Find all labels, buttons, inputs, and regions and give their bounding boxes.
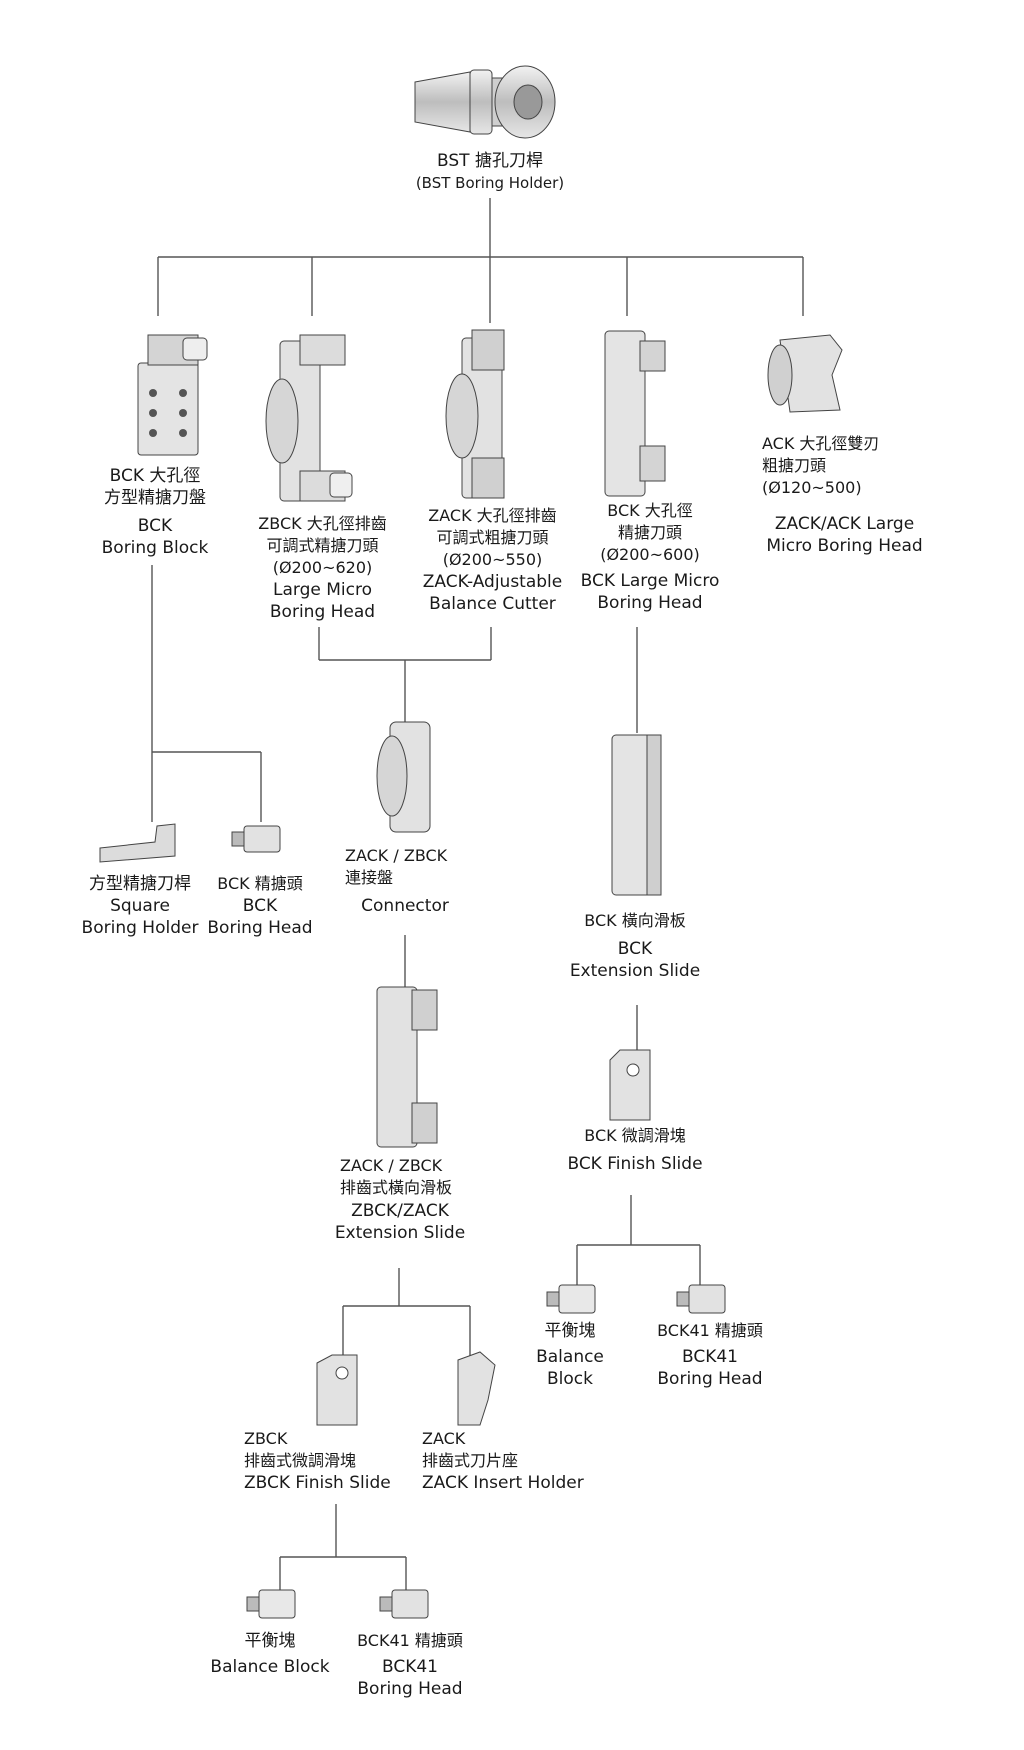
bck-micro-boring-head-label: BCK 大孔徑 精搪刀頭 (Ø200~600) BCK Large Micro … — [580, 501, 720, 613]
zbck-extension-slide-label: ZACK / ZBCK 排齒式橫向滑板 — [340, 1156, 453, 1197]
bck-boring-head-icon — [231, 825, 281, 853]
bck41-boring-head-icon — [676, 1284, 726, 1314]
bck41-boring-head-bottom-label: BCK41 精搪頭 BCK41 Boring Head — [357, 1631, 463, 1699]
bst-boring-holder-label: BST 搪孔刀桿 (BST Boring Holder) — [415, 151, 565, 192]
bst-boring-holder-icon — [414, 65, 556, 139]
bck41-boring-head-label: BCK41 精搪頭 BCK41 Boring Head — [657, 1321, 763, 1389]
bck41-boring-head-bottom-icon — [379, 1589, 429, 1619]
zack-balance-cutter-label: ZACK 大孔徑排齒 可調式粗搪刀頭 (Ø200~550) ZACK-Adjus… — [422, 506, 563, 614]
zack-insert-holder-label: ZACK 排齒式刀片座 ZACK Insert Holder — [422, 1429, 584, 1493]
bck-finish-slide-icon — [609, 1049, 651, 1121]
balance-block-bottom-label: 平衡塊 Balance Block — [210, 1631, 330, 1677]
zbck-extension-slide-en: ZBCK/ZACK Extension Slide — [334, 1201, 466, 1243]
zbck-micro-boring-head-icon — [265, 334, 353, 502]
bck-boring-head-label: BCK 精搪頭 BCK Boring Head — [207, 874, 313, 938]
connector-label: ZACK / ZBCK 連接盤 — [345, 846, 448, 887]
zbck-micro-boring-head-label: ZBCK 大孔徑排齒 可調式精搪刀頭 (Ø200~620) Large Micr… — [258, 514, 387, 622]
zbck-extension-slide-icon — [376, 986, 438, 1148]
square-boring-holder-icon — [99, 823, 176, 863]
bck-extension-slide-label: BCK 橫向滑板 BCK Extension Slide — [569, 911, 701, 981]
balance-block-icon — [546, 1284, 596, 1314]
bck-boring-block-icon — [137, 334, 208, 456]
connector-icon — [376, 721, 431, 833]
ack-micro-boring-head-label: ACK 大孔徑雙刃 粗搪刀頭 (Ø120~500) — [762, 434, 880, 497]
bck-micro-boring-head-icon — [604, 330, 666, 497]
bck-finish-slide-label: BCK 微調滑塊 BCK Finish Slide — [567, 1126, 703, 1174]
balance-block-bottom-icon — [246, 1589, 296, 1619]
connector-en: Connector — [361, 896, 449, 916]
balance-block-label: 平衡塊 Balance Block — [536, 1321, 604, 1389]
zack-balance-cutter-icon — [445, 329, 505, 499]
square-boring-holder-label: 方型精搪刀桿 Square Boring Holder — [81, 874, 199, 938]
ack-micro-boring-head-en: ZACK/ACK Large Micro Boring Head — [766, 514, 923, 556]
zbck-finish-slide-icon — [316, 1354, 358, 1426]
zack-insert-holder-icon — [457, 1351, 496, 1426]
bck-boring-block-label: BCK 大孔徑 方型精搪刀盤 BCK Boring Block — [101, 466, 209, 558]
zbck-finish-slide-label: ZBCK 排齒式微調滑塊 ZBCK Finish Slide — [244, 1429, 391, 1493]
bck-extension-slide-icon — [611, 734, 662, 896]
ack-micro-boring-head-icon — [767, 334, 843, 413]
